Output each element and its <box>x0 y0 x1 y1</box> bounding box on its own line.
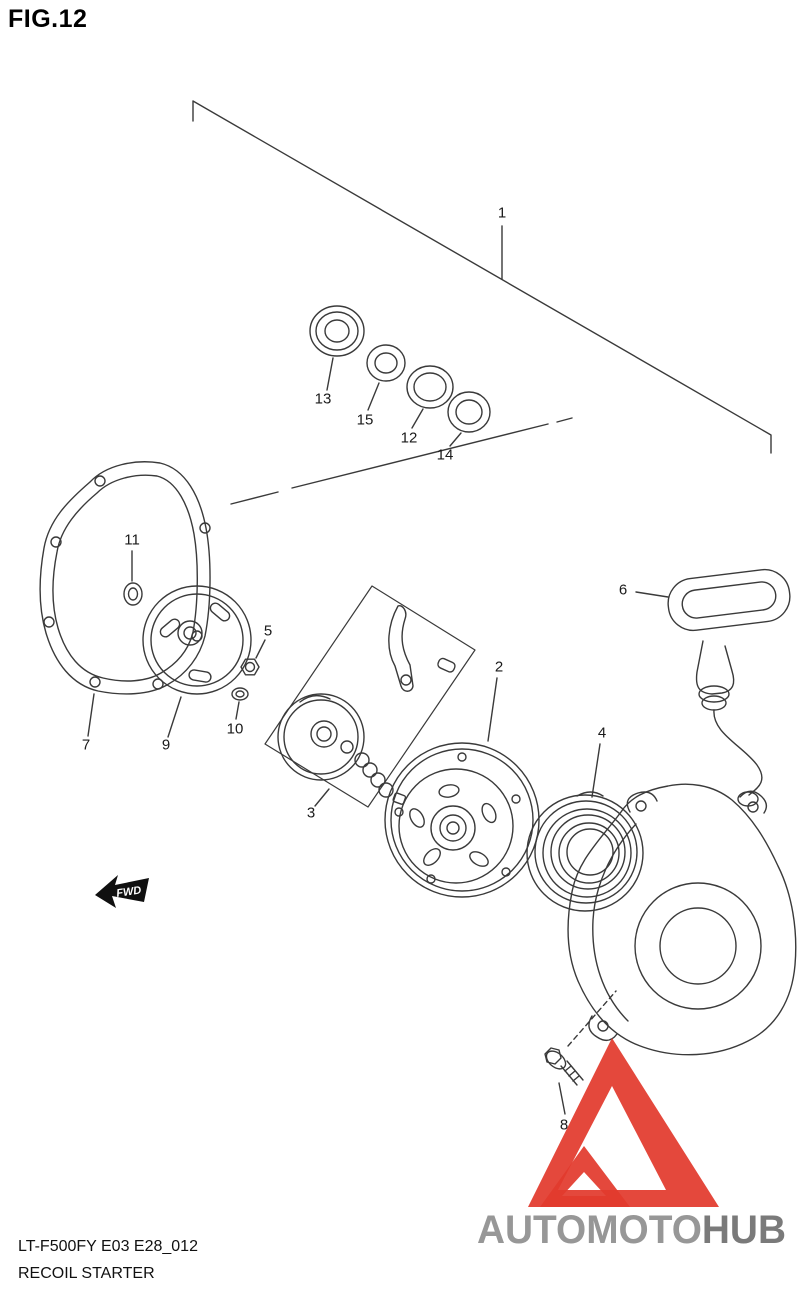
callout-part-5: 5 <box>263 622 273 640</box>
callout-part-11: 11 <box>124 531 140 549</box>
callout-part-3: 3 <box>306 804 316 822</box>
part-10-washer <box>231 687 249 720</box>
callout-part-7: 7 <box>81 736 91 754</box>
callout-part-6: 6 <box>618 581 628 599</box>
callout-part-14: 14 <box>436 446 454 464</box>
part-2-reel <box>384 677 540 898</box>
figure-title: FIG.12 <box>8 5 88 33</box>
fwd-arrow: FWD <box>95 875 149 908</box>
model-code: LT-F500FY E03 E28_012 <box>18 1238 198 1255</box>
figure-caption: RECOIL STARTER <box>18 1265 155 1282</box>
fwd-label: FWD <box>116 884 143 899</box>
watermark-triangle-small <box>540 1146 630 1207</box>
part-15-washer <box>366 344 406 411</box>
watermark-triangle-large <box>528 1038 719 1207</box>
part-14-ring <box>447 391 491 447</box>
callout-part-12: 12 <box>400 429 418 447</box>
part-6-handle <box>635 568 791 807</box>
callout-part-2: 2 <box>494 658 504 676</box>
part-11-seal <box>123 550 143 606</box>
part-9-starter-cup <box>142 585 252 738</box>
part-4-spiral-spring <box>526 743 644 912</box>
part-8-bolt <box>544 990 617 1115</box>
part-7-gasket <box>39 461 211 737</box>
callout-part-10: 10 <box>226 720 244 738</box>
part-5-nut <box>240 639 266 676</box>
callout-part-8: 8 <box>559 1116 569 1134</box>
watermark-text: AUTOMOTOHUB <box>477 1210 786 1250</box>
watermark-logo <box>528 1038 719 1207</box>
callout-part-9: 9 <box>161 736 171 754</box>
part-1-assembly-outline <box>192 100 772 505</box>
watermark-text-hub: HUB <box>701 1208 786 1252</box>
part-12-ring <box>406 365 454 429</box>
callout-part-1: 1 <box>497 204 507 222</box>
callout-part-4: 4 <box>597 724 607 742</box>
callout-part-15: 15 <box>356 411 374 429</box>
part-13-bearing <box>309 305 365 391</box>
callout-part-13: 13 <box>314 390 332 408</box>
recoil-housing <box>567 783 797 1056</box>
watermark-text-automoto: AUTOMOTO <box>477 1208 702 1252</box>
part-3-ratchet-group <box>264 585 476 808</box>
